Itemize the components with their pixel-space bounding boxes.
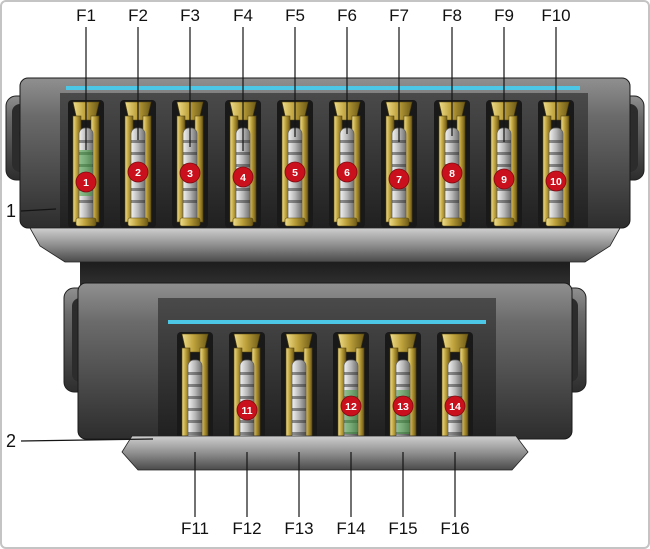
badge-7-number: 7 [396,174,402,186]
label-f15: F15 [388,519,417,538]
badge-14 [444,395,466,417]
label-f9: F9 [494,6,514,25]
badge-3 [179,162,201,184]
badge-12 [340,395,362,417]
label-f10: F10 [541,6,570,25]
badge-5-number: 5 [292,167,298,179]
badge-10 [545,170,567,192]
label-f7: F7 [389,6,409,25]
badge-10-number: 10 [550,176,562,188]
callout-1-label: 1 [6,201,16,221]
badge-14-number: 14 [449,401,461,413]
label-f2: F2 [128,6,148,25]
badge-6 [336,161,358,183]
badge-1-number: 1 [83,177,89,189]
bottom-fuse-block-housing [63,282,587,440]
badge-4-number: 4 [240,172,246,184]
badge-8 [441,162,463,184]
label-f14: F14 [336,519,365,538]
badge-13-number: 13 [397,401,409,413]
bus-bar-bottom [168,320,486,324]
callout-1-leader-line [20,208,57,212]
badge-12-number: 12 [345,401,357,413]
badge-1 [75,171,97,193]
callout-2-label: 2 [6,431,16,451]
label-f6: F6 [337,6,357,25]
label-f3: F3 [180,6,200,25]
label-f4: F4 [233,6,253,25]
label-f5: F5 [285,6,305,25]
bus-bar-top [66,86,580,90]
top-block-shelf [29,227,621,263]
callout-2-leader-line [20,438,154,442]
badge-13 [392,395,414,417]
badge-4 [232,166,254,188]
label-f1: F1 [76,6,96,25]
badge-3-number: 3 [187,168,193,180]
label-f13: F13 [284,519,313,538]
badge-11 [236,399,258,421]
badge-9-number: 9 [501,174,507,186]
badge-2-number: 2 [135,167,141,179]
badge-2 [127,161,149,183]
label-f12: F12 [232,519,261,538]
top-fuse-labels: F1 F2 F3 F4 F5 F6 F7 F8 F9 F10 [76,6,571,151]
badge-6-number: 6 [344,167,350,179]
bottom-fuse-number-badges: 11 12 13 14 [236,395,466,421]
badge-11-number: 11 [241,405,252,417]
badge-7 [388,168,410,190]
label-f16: F16 [440,519,469,538]
top-fuse-number-badges: 1 2 3 4 5 6 7 8 9 10 [75,161,567,193]
badge-8-number: 8 [449,168,455,180]
bottom-block-shelf [121,435,529,471]
badge-9 [493,168,515,190]
bottom-fuse-labels: F11 F12 F13 F14 F15 F16 [181,452,470,538]
label-f8: F8 [442,6,462,25]
label-f11: F11 [181,519,209,538]
badge-5 [284,161,306,183]
